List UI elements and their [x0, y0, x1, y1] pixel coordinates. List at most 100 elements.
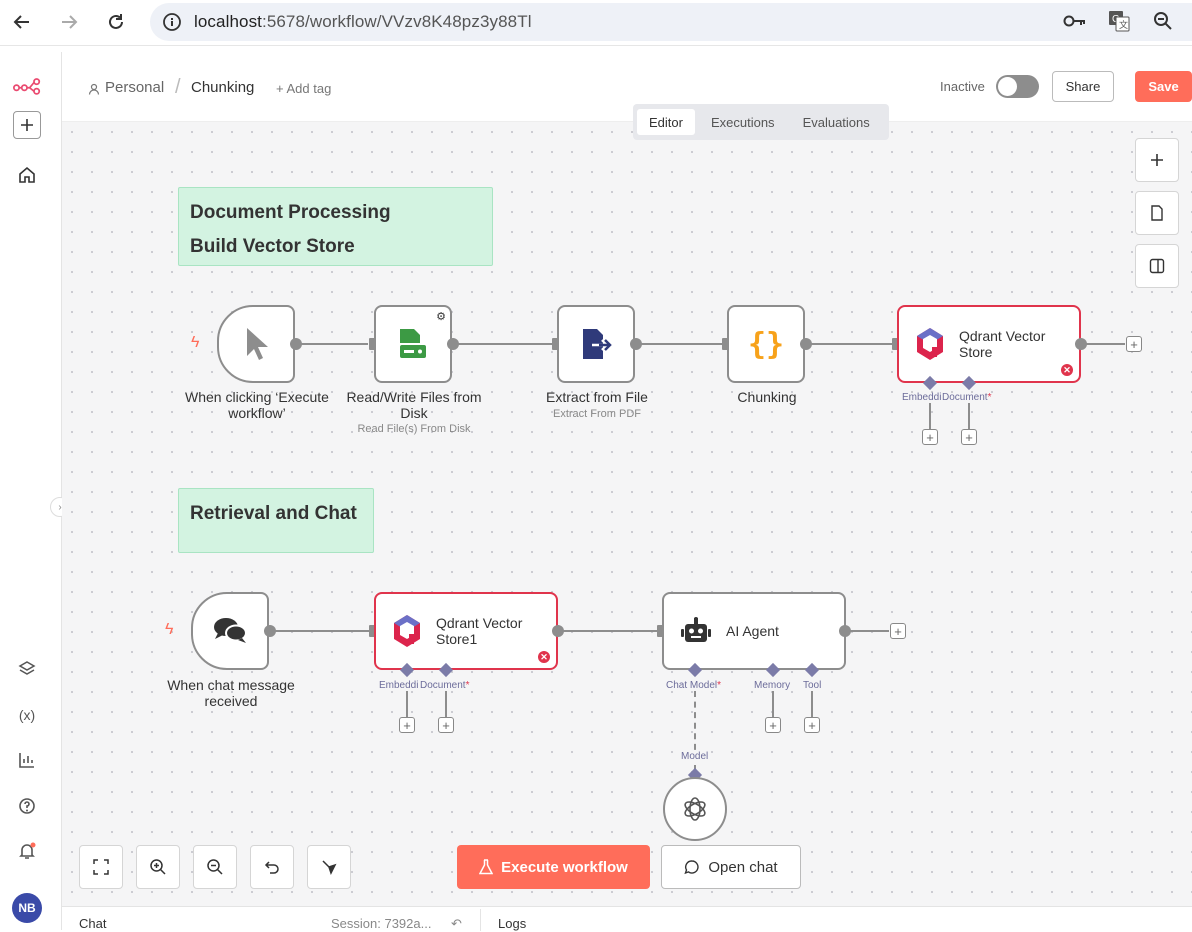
output-port[interactable]	[839, 625, 851, 637]
input-label-memory: Memory	[754, 680, 791, 691]
node-ai-agent[interactable]: AI Agent	[662, 592, 846, 670]
toggle-panel-button[interactable]	[1135, 244, 1179, 288]
save-button[interactable]: Save	[1135, 71, 1192, 102]
add-icon[interactable]	[13, 111, 41, 139]
add-node-button[interactable]	[1135, 138, 1179, 182]
tab-executions[interactable]: Executions	[710, 114, 775, 130]
site-info-icon[interactable]	[162, 12, 182, 32]
sticky-heading: Build Vector Store	[190, 236, 355, 257]
add-embedding-button[interactable]: +	[922, 429, 938, 445]
node-openai-chat-model[interactable]	[663, 777, 727, 841]
n8n-logo-icon[interactable]	[13, 72, 41, 100]
output-port[interactable]	[552, 625, 564, 637]
input-port[interactable]	[369, 338, 375, 350]
node-label: Extract from File	[546, 389, 648, 405]
input-port[interactable]	[552, 338, 558, 350]
home-icon[interactable]	[13, 161, 41, 189]
openai-icon	[684, 797, 706, 821]
add-memory-button[interactable]: +	[765, 717, 781, 733]
tab-editor[interactable]: Editor	[637, 109, 695, 135]
output-port[interactable]	[290, 338, 302, 350]
variables-icon[interactable]: (x)	[18, 707, 36, 723]
add-document-button[interactable]: +	[961, 429, 977, 445]
templates-icon[interactable]	[13, 655, 41, 683]
input-label-chat-model: Chat Model*	[666, 680, 722, 691]
robot-icon	[681, 617, 711, 642]
avatar[interactable]: NB	[12, 893, 42, 923]
output-port[interactable]	[1075, 338, 1087, 350]
notifications-icon[interactable]	[13, 837, 41, 865]
connector-line	[406, 691, 408, 717]
connection	[810, 343, 892, 345]
add-document-button[interactable]: +	[438, 717, 454, 733]
extract-file-icon	[583, 329, 612, 359]
add-embedding-button[interactable]: +	[399, 717, 415, 733]
cursor-icon	[247, 328, 268, 360]
sticky-note-retrieval[interactable]: Retrieval and Chat	[178, 488, 374, 553]
add-next-node-button[interactable]: +	[1126, 336, 1142, 352]
sticky-note-document-processing[interactable]: Document Processing Build Vector Store	[178, 187, 493, 266]
output-port[interactable]	[800, 338, 812, 350]
output-port[interactable]	[630, 338, 642, 350]
zoom-icon[interactable]	[1150, 8, 1176, 34]
node-read-write-files[interactable]: ⚙	[374, 305, 452, 383]
sticky-note-button[interactable]	[1135, 191, 1179, 235]
reset-session-icon[interactable]: ↶	[451, 916, 462, 931]
add-tag-link[interactable]: + Add tag	[276, 81, 332, 96]
execute-workflow-button[interactable]: Execute workflow	[457, 845, 650, 889]
open-chat-button[interactable]: Open chat	[661, 845, 801, 889]
logs-panel-title[interactable]: Logs	[498, 916, 527, 931]
workflow-name[interactable]: Chunking	[191, 79, 255, 96]
node-extract-from-file[interactable]	[557, 305, 635, 383]
project-breadcrumb[interactable]: Personal	[105, 79, 165, 96]
key-icon[interactable]	[1062, 8, 1088, 34]
node-chunking[interactable]: {}	[727, 305, 805, 383]
add-next-node-button[interactable]: +	[890, 623, 906, 639]
tab-evaluations[interactable]: Evaluations	[802, 114, 870, 130]
connection-label-model: Model	[681, 751, 709, 762]
translate-icon[interactable]: G文	[1106, 8, 1132, 34]
forward-icon[interactable]	[57, 10, 81, 34]
trigger-bolt-icon: ϟ	[165, 621, 174, 638]
chat-panel-title[interactable]: Chat	[79, 916, 107, 931]
left-sidebar: (x)	[0, 52, 62, 930]
node-settings-icon[interactable]: ⚙	[436, 311, 446, 323]
insights-icon[interactable]	[13, 746, 41, 774]
address-bar[interactable]: localhost:5678/workflow/VVzv8K48pz3y88Tl	[150, 3, 1192, 41]
undo-button[interactable]	[250, 845, 294, 889]
active-status-label: Inactive	[940, 79, 985, 94]
zoom-out-button[interactable]	[193, 845, 237, 889]
breadcrumb-separator: /	[175, 76, 181, 98]
back-icon[interactable]	[10, 10, 34, 34]
trigger-bolt-icon: ϟ	[191, 334, 200, 351]
input-port[interactable]	[369, 625, 375, 637]
help-icon[interactable]	[13, 792, 41, 820]
zoom-to-fit-button[interactable]	[79, 845, 123, 889]
node-manual-trigger[interactable]	[217, 305, 295, 383]
tidy-up-button[interactable]	[307, 845, 351, 889]
panel-divider	[480, 909, 481, 931]
connector-line	[968, 403, 970, 430]
output-port[interactable]	[447, 338, 459, 350]
output-port[interactable]	[264, 625, 276, 637]
node-chat-trigger[interactable]	[191, 592, 269, 670]
input-port[interactable]	[722, 338, 728, 350]
input-port[interactable]	[657, 625, 663, 637]
chat-icon	[684, 860, 700, 875]
zoom-in-button[interactable]	[136, 845, 180, 889]
reload-icon[interactable]	[104, 10, 128, 34]
sticky-heading: Document Processing	[190, 202, 391, 223]
active-toggle[interactable]	[996, 75, 1039, 98]
view-tabs: Editor Executions Evaluations	[633, 104, 889, 140]
connector-line	[811, 691, 813, 717]
input-port[interactable]	[892, 338, 898, 350]
error-icon: ✕	[538, 651, 550, 663]
connection	[300, 343, 368, 345]
connection	[274, 630, 369, 632]
workflow-header: Personal / Chunking + Add tag Inactive S…	[62, 52, 1192, 122]
add-tool-button[interactable]: +	[804, 717, 820, 733]
bottom-panel: Chat Session: 7392a... ↶ Logs	[62, 906, 1192, 931]
share-button[interactable]: Share	[1052, 71, 1114, 102]
